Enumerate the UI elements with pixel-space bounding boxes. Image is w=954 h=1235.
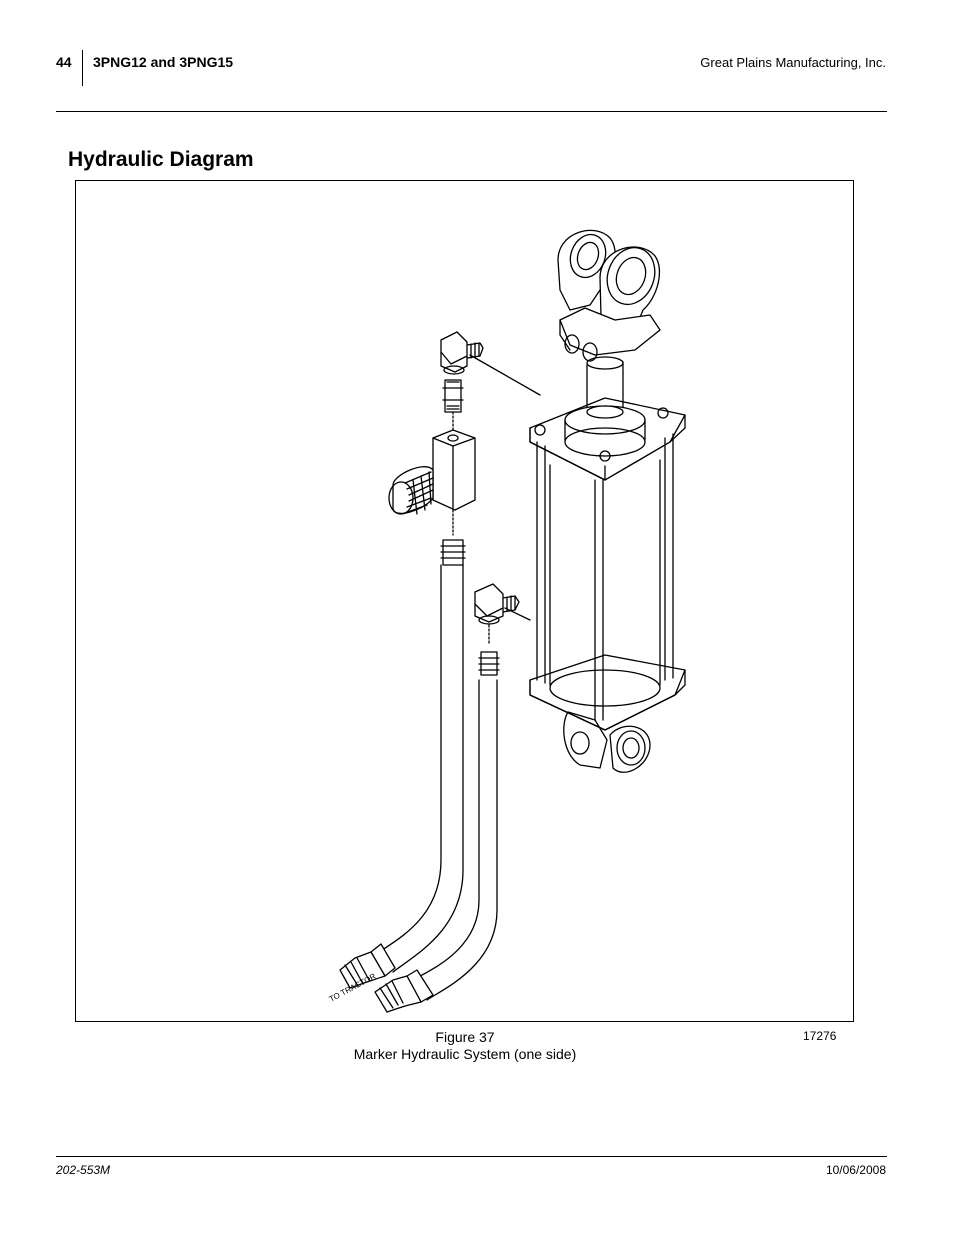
lower-fittings <box>474 583 531 676</box>
company-name: Great Plains Manufacturing, Inc. <box>700 55 886 70</box>
figure-frame <box>75 180 854 1022</box>
model-name: 3PNG12 and 3PNG15 <box>93 54 234 70</box>
footer-rule <box>56 1156 887 1157</box>
hydraulic-diagram: TO TRACTOR <box>328 229 686 1013</box>
section-title: Hydraulic Diagram <box>68 148 254 171</box>
page-number: 44 <box>56 54 72 70</box>
upper-fittings <box>388 331 541 566</box>
figure-caption: Marker Hydraulic System (one side) <box>353 1046 577 1062</box>
hydraulic-hoses <box>339 564 498 1013</box>
figure-image-id: 17276 <box>803 1029 837 1043</box>
hydraulic-cylinder <box>529 229 686 773</box>
header-separator <box>82 50 83 86</box>
document-number: 202-553M <box>56 1163 111 1177</box>
header-rule <box>56 111 887 112</box>
publication-date: 10/06/2008 <box>825 1163 886 1177</box>
figure-number: Figure 37 <box>435 1029 495 1045</box>
